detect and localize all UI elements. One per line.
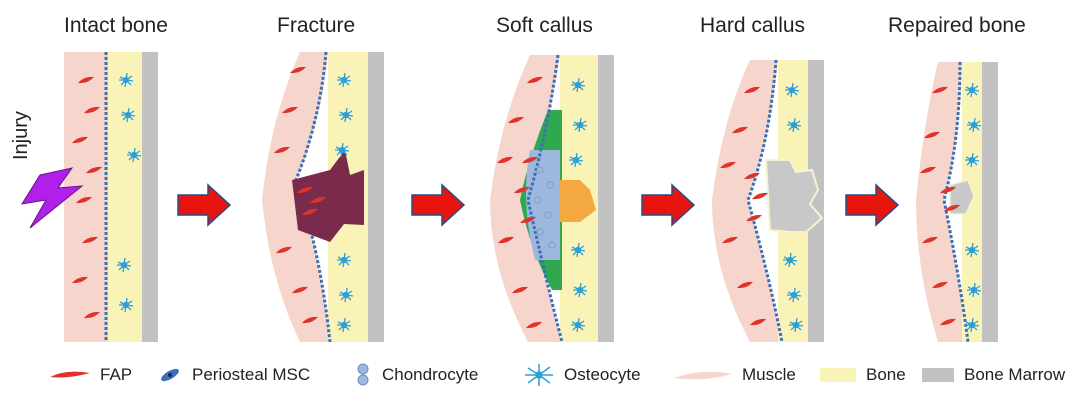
- legend-periosteal-msc: Periosteal MSC: [156, 364, 310, 386]
- legend-fap: FAP: [48, 364, 132, 386]
- panel-intact: [20, 52, 158, 342]
- woven-bone-callus: [764, 159, 824, 233]
- fap-icon: [50, 371, 90, 378]
- panel-hard-callus: [712, 59, 824, 343]
- bone-marrow-swatch-icon: [922, 368, 954, 382]
- marrow-layer: [142, 52, 158, 342]
- legend-label: Bone Marrow: [964, 365, 1066, 384]
- stage-title-repaired-bone: Repaired bone: [888, 14, 1026, 37]
- marrow-layer: [982, 62, 998, 342]
- bone-swatch-icon: [820, 368, 856, 382]
- bone-layer: [108, 52, 142, 342]
- chondrocyte-icon: [357, 363, 369, 386]
- stage-arrow-1: [177, 184, 231, 226]
- stage-title-fracture: Fracture: [277, 14, 356, 37]
- marrow-layer: [368, 52, 384, 342]
- legend-label: Muscle: [742, 365, 796, 384]
- stage-arrow-3: [641, 184, 695, 226]
- periosteum: [942, 61, 970, 343]
- injury-bolt-icon: [20, 167, 84, 229]
- fracture-hematoma: [292, 150, 364, 242]
- marrow-layer: [598, 55, 614, 342]
- stage-title-soft-callus: Soft callus: [496, 14, 593, 37]
- stage-arrow-4: [845, 184, 899, 226]
- panel-fracture: [262, 51, 384, 343]
- legend-muscle: Muscle: [672, 364, 796, 386]
- panel-soft-callus: [490, 54, 614, 343]
- muscle-layer: [64, 52, 108, 342]
- legend-label: Periosteal MSC: [192, 365, 311, 384]
- legend-label: FAP: [100, 365, 133, 384]
- legend-bone-marrow: Bone Marrow: [922, 364, 1065, 386]
- periosteum: [746, 59, 784, 343]
- legend-osteocyte: Osteocyte: [522, 364, 641, 386]
- legend-label: Chondrocyte: [382, 365, 479, 384]
- stage-title-intact: Intact bone: [64, 14, 168, 37]
- panel-repaired-bone: [916, 61, 998, 343]
- osteocyte-icon: [525, 364, 553, 386]
- periosteum: [526, 54, 564, 343]
- soft-callus-core: [560, 180, 596, 222]
- legend-bone: Bone: [820, 364, 906, 386]
- marrow-layer: [808, 60, 824, 342]
- periosteal-msc-icon: [161, 368, 179, 382]
- legend-label: Osteocyte: [564, 365, 641, 384]
- stage-arrow-2: [411, 184, 465, 226]
- stage-title-hard-callus: Hard callus: [700, 14, 806, 37]
- legend-label: Bone: [866, 365, 906, 384]
- legend-chondrocyte: Chondrocyte: [352, 363, 479, 386]
- muscle-icon: [674, 371, 732, 380]
- muscle-layer: [712, 60, 782, 342]
